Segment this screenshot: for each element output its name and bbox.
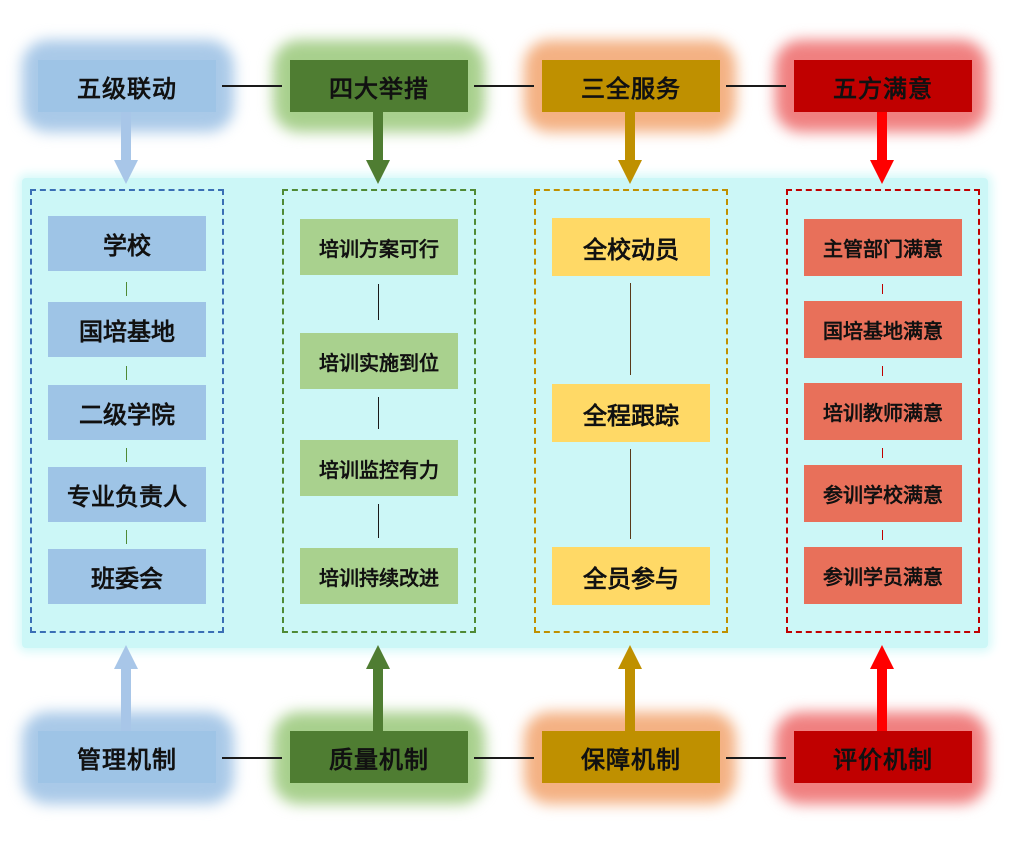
item-1-3: 二级学院	[48, 385, 206, 440]
connector-1-1	[126, 282, 127, 296]
item-4-4: 参训学校满意	[804, 465, 962, 522]
column-frame-4	[786, 189, 980, 633]
top-box-five-satisfaction: 五方满意	[794, 60, 972, 112]
bottom-link-2	[474, 757, 534, 759]
top-label: 三全服务	[581, 74, 681, 103]
connector-2-1	[378, 284, 379, 320]
connector-2-3	[378, 504, 379, 538]
bottom-box-guarantee: 保障机制	[542, 731, 720, 783]
connector-1-3	[126, 448, 127, 462]
down-arrow-1	[114, 112, 138, 184]
top-box-three-services: 三全服务	[542, 60, 720, 112]
item-4-2: 国培基地满意	[804, 301, 962, 358]
bottom-label: 质量机制	[329, 745, 429, 774]
down-arrow-4	[870, 112, 894, 184]
up-arrow-4	[870, 645, 894, 731]
top-link-2	[474, 85, 534, 87]
bottom-box-management: 管理机制	[38, 731, 216, 783]
item-4-5: 参训学员满意	[804, 547, 962, 604]
connector-1-2	[126, 366, 127, 380]
connector-2-2	[378, 397, 379, 429]
top-link-3	[726, 85, 786, 87]
up-arrow-2	[366, 645, 390, 731]
top-box-five-level: 五级联动	[38, 60, 216, 112]
up-arrow-3	[618, 645, 642, 731]
item-3-2: 全程跟踪	[552, 384, 710, 442]
up-arrow-1	[114, 645, 138, 731]
top-label: 四大举措	[329, 74, 429, 103]
bottom-label: 管理机制	[77, 745, 177, 774]
item-1-2: 国培基地	[48, 302, 206, 357]
bottom-label: 保障机制	[581, 745, 681, 774]
column-frame-3	[534, 189, 728, 633]
top-label: 五方满意	[833, 74, 933, 103]
item-3-3: 全员参与	[552, 547, 710, 605]
bottom-box-quality: 质量机制	[290, 731, 468, 783]
item-4-1: 主管部门满意	[804, 219, 962, 276]
bottom-link-1	[222, 757, 282, 759]
column-frame-1	[30, 189, 224, 633]
bottom-box-evaluation: 评价机制	[794, 731, 972, 783]
item-4-3: 培训教师满意	[804, 383, 962, 440]
top-label: 五级联动	[77, 74, 177, 103]
column-frame-2	[282, 189, 476, 633]
item-2-1: 培训方案可行	[300, 219, 458, 275]
down-arrow-2	[366, 112, 390, 184]
connector-1-4	[126, 530, 127, 544]
down-arrow-3	[618, 112, 642, 184]
connector-4-4	[882, 530, 883, 540]
bottom-link-3	[726, 757, 786, 759]
item-1-5: 班委会	[48, 549, 206, 604]
connector-3-2	[630, 449, 631, 539]
item-3-1: 全校动员	[552, 218, 710, 276]
item-2-2: 培训实施到位	[300, 333, 458, 389]
item-2-4: 培训持续改进	[300, 548, 458, 604]
top-link-1	[222, 85, 282, 87]
connector-3-1	[630, 283, 631, 375]
connector-4-2	[882, 366, 883, 376]
item-1-4: 专业负责人	[48, 467, 206, 522]
item-1-1: 学校	[48, 216, 206, 271]
bottom-label: 评价机制	[833, 745, 933, 774]
item-2-3: 培训监控有力	[300, 440, 458, 496]
connector-4-1	[882, 284, 883, 294]
top-box-four-measures: 四大举措	[290, 60, 468, 112]
connector-4-3	[882, 448, 883, 458]
